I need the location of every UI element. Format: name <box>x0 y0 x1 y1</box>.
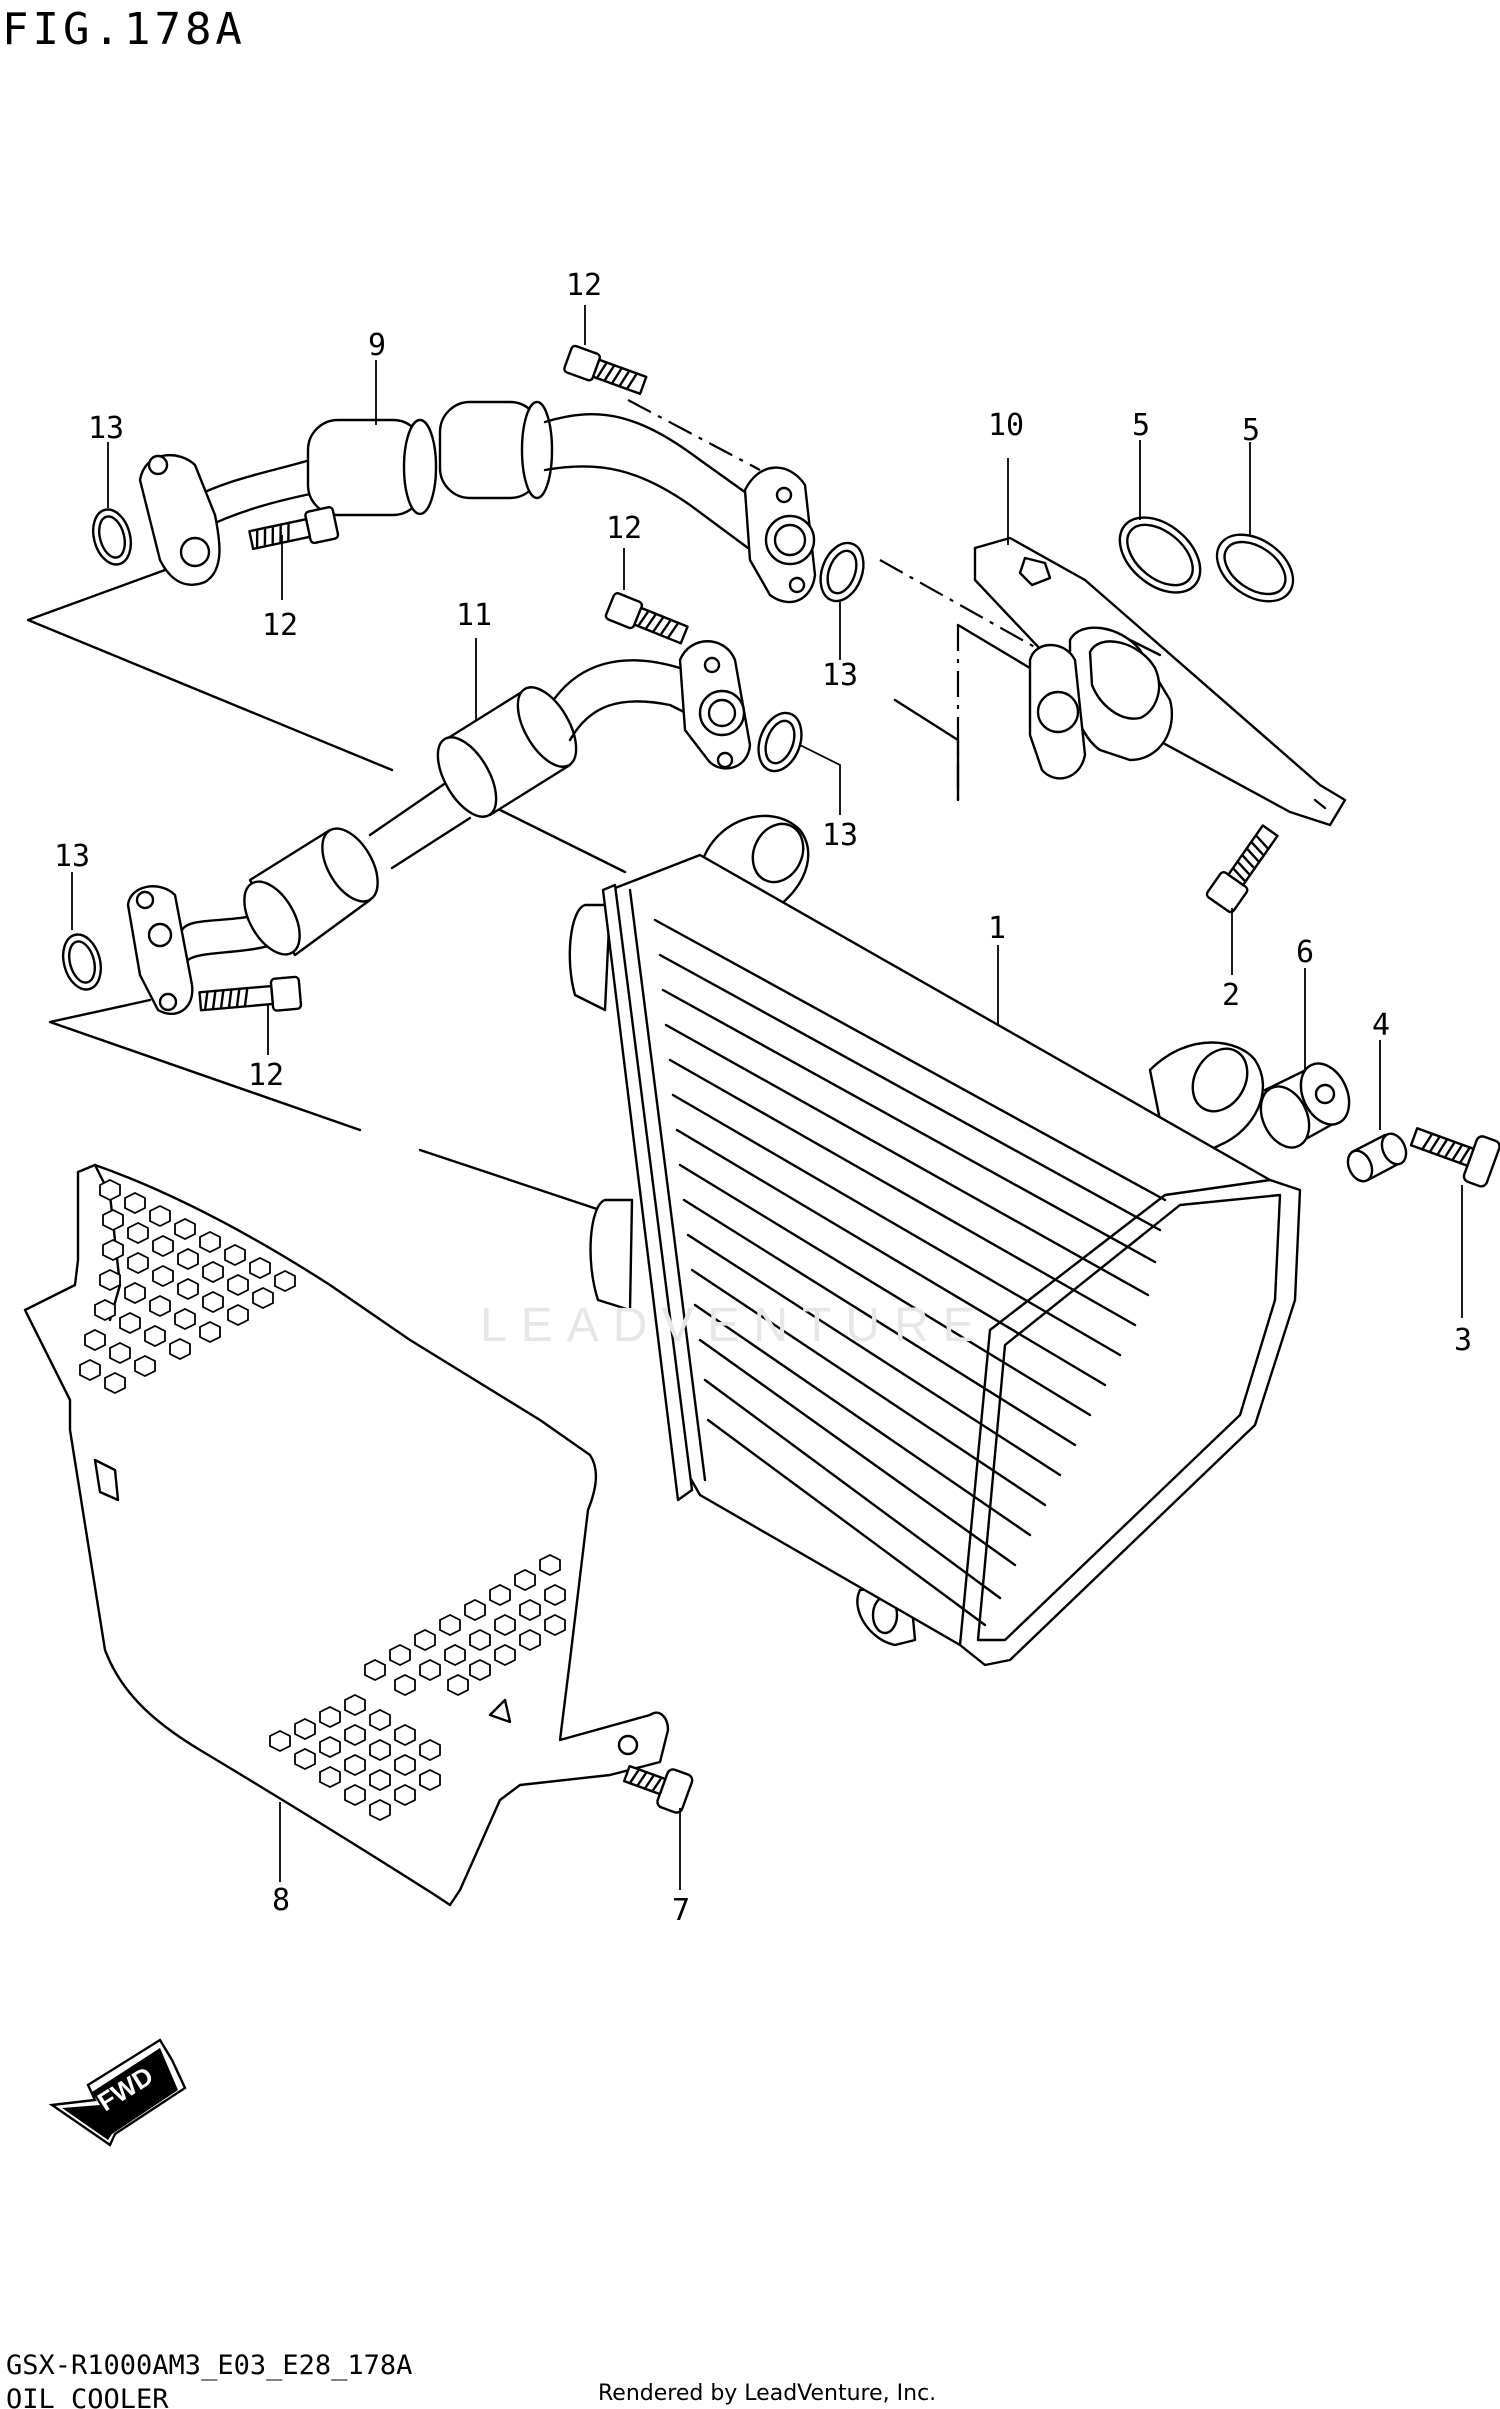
callout-13: 13 <box>88 411 124 446</box>
callout-5: 5 <box>1132 408 1150 443</box>
callout-6: 6 <box>1296 935 1314 970</box>
callout-4: 4 <box>1372 1008 1390 1043</box>
diagram-code: GSX-R1000AM3_E03_E28_178A <box>6 2350 413 2381</box>
render-credit: Rendered by LeadVenture, Inc. <box>598 2381 937 2406</box>
hose-bracket-10 <box>973 536 1347 827</box>
callout-12: 12 <box>606 511 642 546</box>
callout-3: 3 <box>1454 1323 1472 1358</box>
callout-numbers: 12 9 13 12 10 5 5 12 13 11 13 13 12 1 2 … <box>54 268 1472 1928</box>
leader-lines <box>71 305 1463 1890</box>
callout-5: 5 <box>1242 413 1260 448</box>
guard-vent-upper <box>79 1178 296 1395</box>
watermark: LEADVENTURE <box>480 1299 989 1352</box>
grommet-6 <box>1259 1062 1351 1149</box>
callout-8: 8 <box>272 1883 290 1918</box>
guard-vent-lower <box>269 1553 566 1822</box>
callout-12: 12 <box>566 268 602 303</box>
figure-title: FIG.178A <box>2 4 246 55</box>
bolt-2 <box>1205 824 1279 914</box>
o-rings-13 <box>61 508 865 991</box>
oil-hose-lower <box>126 640 752 1015</box>
bolts-12 <box>198 344 689 1012</box>
callout-12: 12 <box>262 608 298 643</box>
diagram-name: OIL COOLER <box>6 2384 169 2409</box>
o-rings-5 <box>1118 516 1295 603</box>
callout-13: 13 <box>822 818 858 853</box>
callout-7: 7 <box>672 1893 690 1928</box>
callout-12: 12 <box>248 1058 284 1093</box>
callout-1: 1 <box>988 911 1006 946</box>
callout-9: 9 <box>368 328 386 363</box>
bolt-3 <box>1409 1127 1500 1188</box>
fwd-arrow-icon: FWD <box>48 2038 187 2147</box>
oil-cooler-guard-8 <box>23 1163 670 1907</box>
callout-13: 13 <box>822 658 858 693</box>
oil-hose-upper <box>138 400 817 604</box>
callout-13: 13 <box>54 839 90 874</box>
callout-11: 11 <box>456 598 492 633</box>
callout-10: 10 <box>988 408 1024 443</box>
collar-4 <box>1346 1132 1408 1183</box>
oil-cooler-1 <box>568 814 1302 1667</box>
callout-2: 2 <box>1222 978 1240 1013</box>
screw-7 <box>622 1764 694 1814</box>
